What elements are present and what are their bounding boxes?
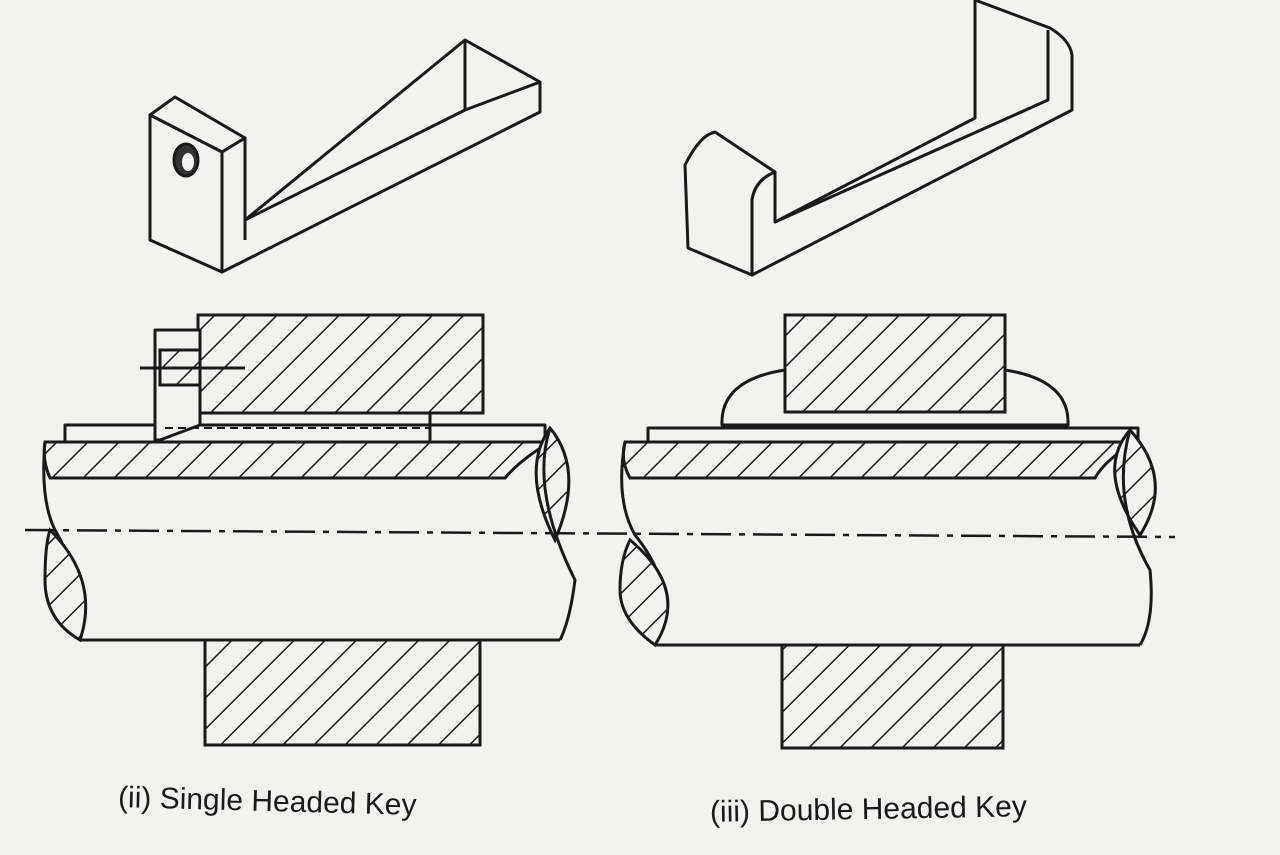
caption-double-headed-key: (iii) Double Headed Key	[709, 790, 1028, 829]
double-headed-key-section	[618, 313, 1157, 750]
double-headed-key-isometric	[683, 0, 1074, 277]
single-headed-key-isometric	[148, 38, 542, 274]
center-line	[24, 528, 1176, 539]
single-headed-key-section	[42, 313, 577, 747]
